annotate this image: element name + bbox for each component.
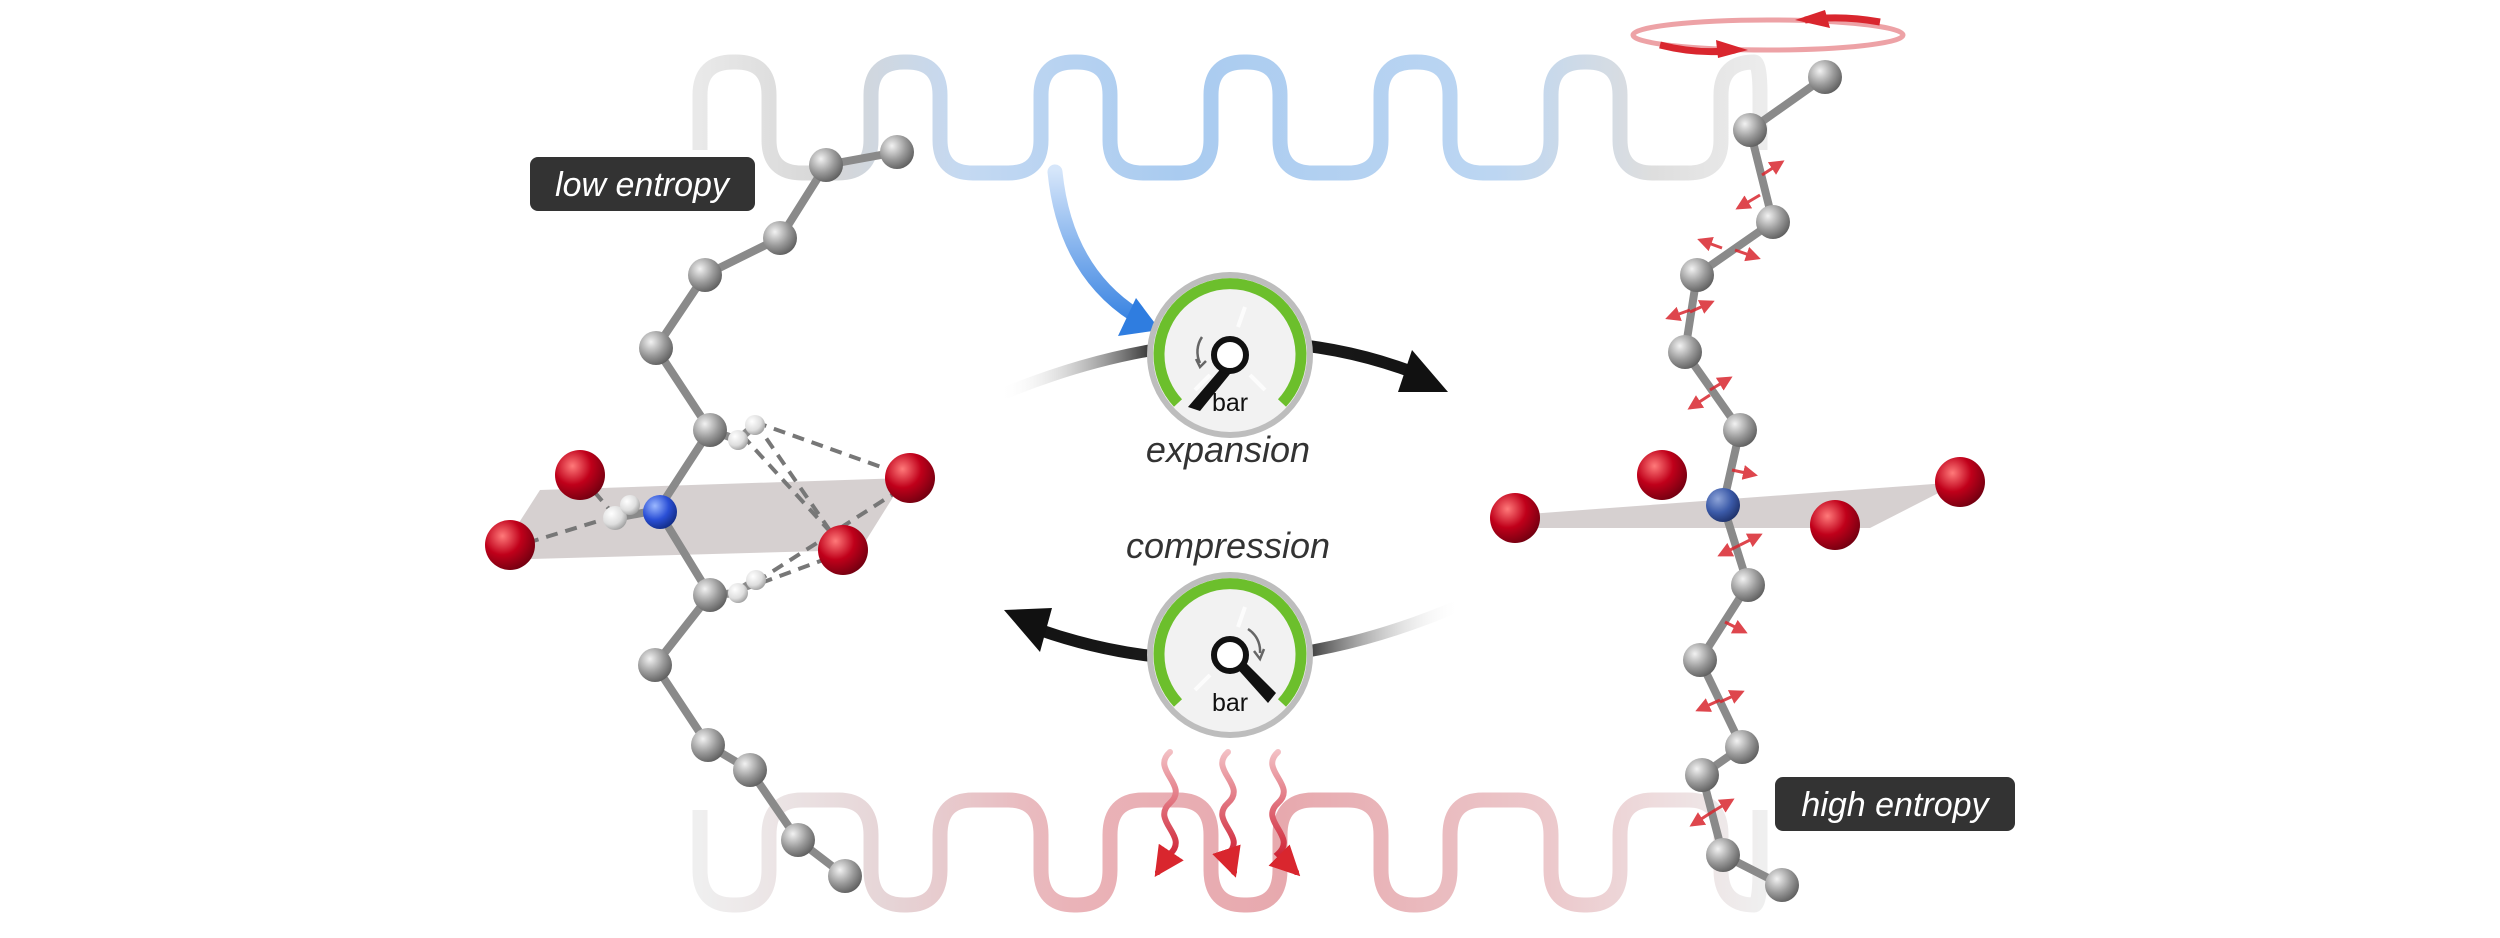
compression-label: compression <box>1126 525 1330 566</box>
gauge-unit-top: bar <box>1212 389 1248 417</box>
bottom-coil <box>692 792 1768 913</box>
high-entropy-tag: high entropy <box>1775 777 2015 831</box>
low-entropy-tag: low entropy <box>530 157 755 211</box>
pressure-gauge-icon: bar <box>1147 572 1313 738</box>
high-entropy-label: high entropy <box>1801 786 1990 824</box>
heat-wave-icon <box>1154 749 1301 878</box>
pressure-gauge-icon: bar <box>1147 272 1313 438</box>
rotation-arrows-icon <box>1630 10 1906 58</box>
high-entropy-molecule <box>1490 10 1985 902</box>
cooling-arrow <box>1047 164 1160 336</box>
low-entropy-label: low entropy <box>555 166 731 204</box>
expansion-label: expansion <box>1146 429 1310 470</box>
top-coil <box>692 54 1768 181</box>
gauge-unit-bottom: bar <box>1212 689 1248 717</box>
low-entropy-molecule <box>485 135 935 893</box>
